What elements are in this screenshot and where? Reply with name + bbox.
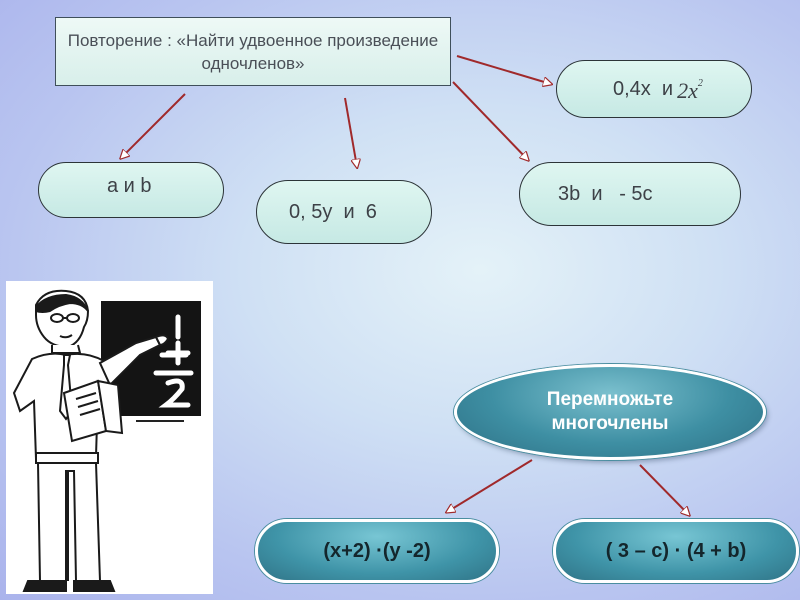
center-line-1: Перемножьте <box>546 389 674 410</box>
pill-04x-2x2: 0,4х и 2x2 <box>556 60 752 118</box>
arrow-to-05y <box>344 97 357 167</box>
pill-a-b-text: a и b <box>107 174 152 197</box>
teacher-illustration <box>6 281 213 594</box>
arrow-to-3b <box>452 81 528 160</box>
pill-04x-text: 0,4х и <box>613 77 674 100</box>
result-2-text: ( 3 – c) · (4 + b) <box>605 539 747 562</box>
teacher-drawing <box>12 289 201 592</box>
pill-3b-5c-text: 3b и - 5c <box>558 182 653 205</box>
result-1-text: (x+2) ·(y -2) <box>323 539 431 562</box>
formula-2x-squared: 2x2 <box>677 78 703 104</box>
title-box: Повторение : «Найти удвоенное произведен… <box>55 17 451 86</box>
arrow-to-ab <box>121 93 186 158</box>
formula-exponent: 2 <box>697 77 703 89</box>
pill-3b-5c: 3b и - 5c <box>519 162 741 226</box>
multiply-polynomials-oval: Перемножьте многочлены <box>454 364 766 460</box>
title-text: Повторение : «Найти удвоенное произведен… <box>67 30 439 73</box>
arrow-to-result-1 <box>447 459 533 512</box>
result-pill-1: (x+2) ·(y -2) <box>255 519 499 583</box>
arrow-to-04x <box>456 55 551 84</box>
pill-a-b: a и b <box>38 162 224 218</box>
center-line-2: многочлены <box>551 413 669 434</box>
arrow-to-result-2 <box>639 464 689 515</box>
result-pill-2: ( 3 – c) · (4 + b) <box>553 519 799 583</box>
pill-05y-6: 0, 5y и 6 <box>256 180 432 244</box>
formula-base: 2x <box>677 78 698 103</box>
pill-05y-6-text: 0, 5y и 6 <box>289 200 377 223</box>
